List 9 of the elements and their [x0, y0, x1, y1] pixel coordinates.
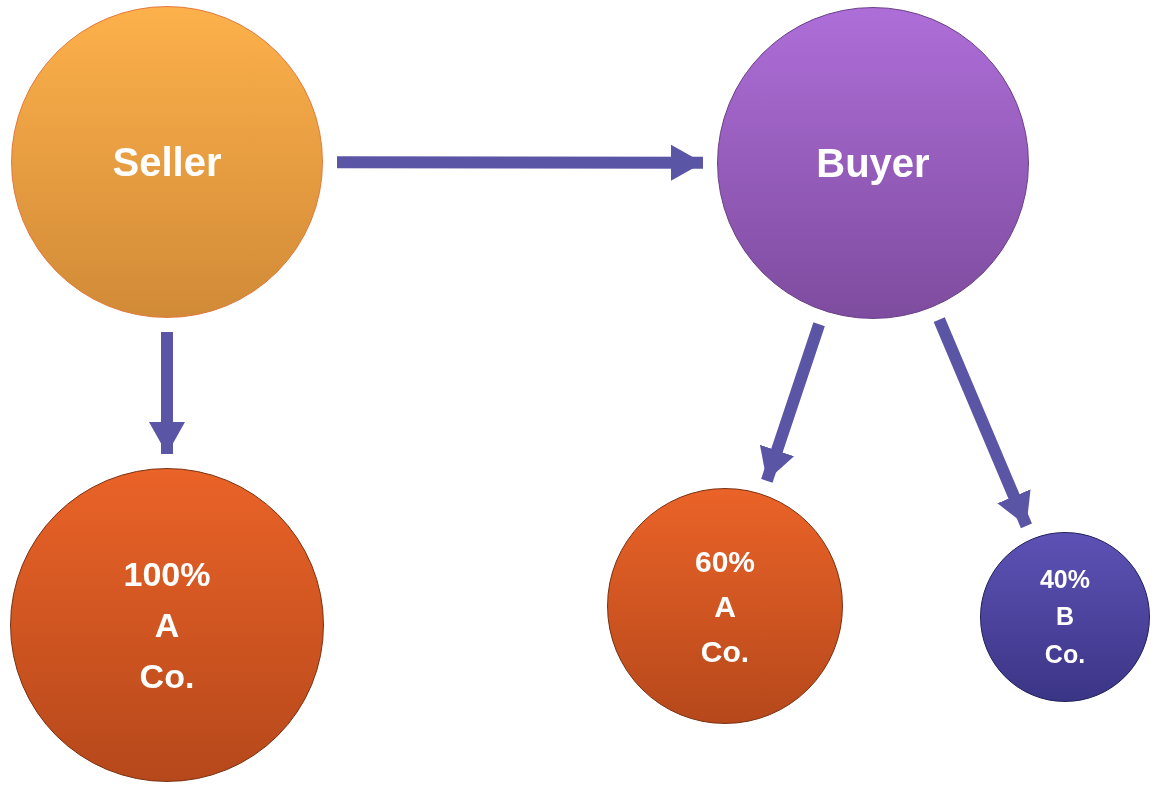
arrow	[933, 317, 1032, 529]
node-label: Seller	[112, 139, 222, 186]
arrow	[759, 322, 825, 483]
node-label: 60% A Co.	[694, 543, 755, 670]
node-label: 40% B Co.	[1039, 563, 1090, 670]
node-label: Buyer	[816, 140, 930, 187]
arrow	[149, 332, 185, 454]
arrow	[337, 144, 703, 181]
node-label: 100% A Co.	[123, 553, 211, 697]
